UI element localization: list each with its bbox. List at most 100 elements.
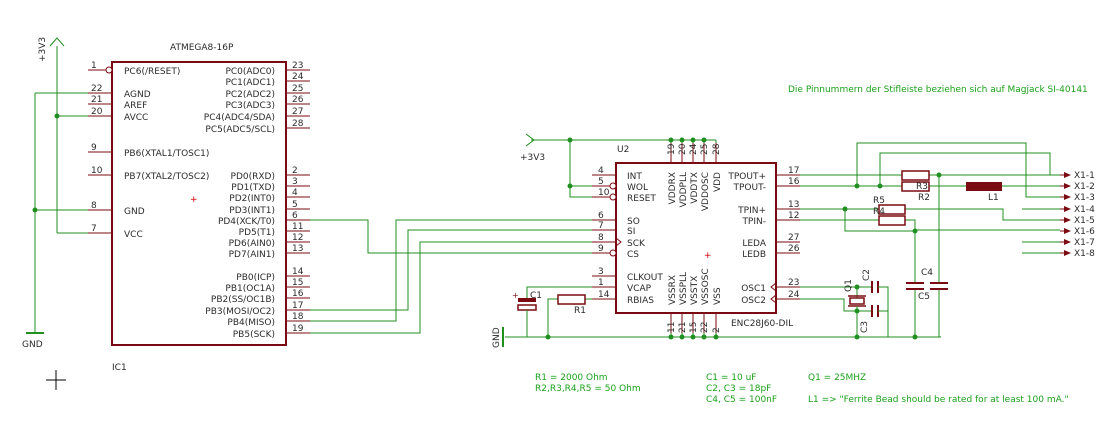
- x1-pin-3: X1-3: [1074, 193, 1095, 203]
- ic1-pin-name-3: PD1(TXD): [231, 183, 275, 193]
- ic1-pin-name-26: PC3(ADC3): [225, 101, 275, 111]
- u2-pin-name-reset: RESET: [627, 194, 656, 204]
- u2-pin-name-vssrx: VSSRX: [668, 275, 678, 305]
- ic1-pin-name-4: PD2(INT0): [229, 194, 275, 204]
- note-c1: C1 = 10 uF: [706, 373, 756, 383]
- u2-pin-num-23: 23: [788, 278, 799, 288]
- ic1-pin-num-22: 22: [91, 84, 102, 94]
- x1-pin-8: X1-8: [1074, 249, 1095, 259]
- c1-label: C1: [530, 291, 542, 301]
- note-c23: C2, C3 = 18pF: [706, 384, 771, 394]
- u2-pin-name-vss: VSS: [713, 287, 723, 305]
- ethernet-section: L1 C5 C4 R2 R3 R5: [800, 142, 1060, 337]
- u2-pin-num-bottom-2: 2: [712, 327, 722, 333]
- ic1-pin-num-28: 28: [292, 119, 304, 129]
- r1-label: R1: [574, 306, 586, 316]
- ic1-ref: IC1: [112, 363, 127, 373]
- ic1-pin-num-17: 17: [292, 301, 303, 311]
- u2-pin-num-4: 4: [598, 166, 604, 176]
- u2-pin-name-tpin-: TPIN-: [741, 217, 766, 227]
- ic1-pin-num-12: 12: [292, 233, 303, 243]
- note-pinout: Die Pinnummern der Stifleiste beziehen s…: [788, 85, 1088, 95]
- r4-resistor: [878, 204, 906, 215]
- ic1-name: ATMEGA8-16P: [170, 43, 234, 53]
- ic1-pin-name-11: PD5(T1): [239, 228, 275, 238]
- ic1-pin-name-22: AGND: [124, 90, 151, 100]
- ic1-pin-name-7: VCC: [124, 230, 143, 240]
- ic1-pin-num-27: 27: [292, 107, 303, 117]
- r2-resistor: [901, 181, 930, 192]
- ic1-pin-num-20: 20: [91, 107, 103, 117]
- ic1-pin-num-7: 7: [91, 224, 97, 234]
- ic1-origin-mark: +: [190, 195, 198, 205]
- ic1-pin-num-18: 18: [292, 312, 304, 322]
- ic1-pin-name-9: PB6(XTAL1/TOSC1): [124, 149, 209, 159]
- ic1-pin-name-14: PB0(ICP): [236, 273, 275, 283]
- x1-pin-6: X1-6: [1074, 227, 1095, 237]
- u2-ref: U2: [617, 145, 629, 155]
- u2-pin-num-8: 8: [598, 233, 604, 243]
- c4-label: C4: [921, 268, 933, 278]
- x1-pin-5: X1-5: [1074, 216, 1095, 226]
- u2-pin-name-leda: LEDA: [742, 239, 766, 249]
- r4-label: R4: [873, 207, 885, 217]
- ic1-pin-num-16: 16: [292, 289, 304, 299]
- c2-label: C2: [862, 269, 872, 281]
- ic1-pin-num-14: 14: [292, 267, 304, 277]
- ic1-pin-num-11: 11: [292, 222, 303, 232]
- u2-pin-num-top-28: 28: [712, 143, 722, 155]
- l1-label: L1: [988, 193, 999, 203]
- ic1-pin-name-16: PB2(SS/OC1B): [211, 295, 275, 305]
- u2-pin-num-top-25: 25: [700, 144, 710, 155]
- ic1-body: [111, 61, 287, 346]
- ic1-left-pins: 1PC6(/RESET)22AGND21AREF20AVCC9PB6(XTAL1…: [88, 61, 209, 240]
- u2-pin-name-vddtx: VDDTX: [690, 172, 700, 204]
- q1-label: Q1: [844, 279, 854, 292]
- u2-pin-name-tpin+: TPIN+: [737, 206, 766, 216]
- u2-pin-num-bottom-15: 15: [689, 322, 699, 333]
- u2-pin-num-bottom-11: 11: [667, 322, 677, 333]
- u2-pin-num-7: 7: [598, 221, 604, 231]
- u2-pin-name-int: INT: [627, 172, 642, 182]
- u2-pin-name-vddrx: VDDRX: [668, 172, 678, 204]
- u2-pin-num-12: 12: [788, 211, 799, 221]
- ic1-pin-num-23: 23: [292, 61, 303, 71]
- ic1-pin-name-23: PC0(ADC0): [225, 67, 275, 77]
- ic1-pin-name-17: PB3(MOSI/OC2): [205, 307, 275, 317]
- ic1-pin-name-28: PC5(ADC5/SCL): [205, 125, 275, 135]
- note-q1: Q1 = 25MHZ: [808, 373, 866, 383]
- crystal-section: Q1 C2 C3: [800, 269, 889, 337]
- u2-pin-name-tpout+: TPOUT+: [727, 172, 766, 182]
- u2-pin-name-vdd: VDD: [713, 172, 723, 192]
- l1-ferrite: [966, 182, 1002, 191]
- r1-resistor: R1: [557, 294, 586, 316]
- ic1-pin-num-10: 10: [91, 166, 103, 176]
- ic1-pin-name-1: PC6(/RESET): [124, 67, 180, 77]
- note-r2345: R2,R3,R4,R5 = 50 Ohm: [535, 384, 641, 394]
- ic1-pin-name-18: PB4(MISO): [227, 318, 275, 328]
- ic1-pin-name-12: PD6(AIN0): [229, 239, 275, 249]
- u2-pin-name-vddosc: VDDOSC: [701, 172, 711, 211]
- u2-pin-name-cs: CS: [627, 250, 639, 260]
- ic1-pin-num-3: 3: [292, 177, 298, 187]
- u2-pin-num-13: 13: [788, 200, 799, 210]
- u2-pin-name-rbias: RBIAS: [627, 296, 654, 306]
- u2-left-pins: 4INT5WOL10RESET6SO7SI8SCK9CS3CLKOUT1VCAP…: [592, 166, 663, 306]
- c1-capacitor: C1 +: [512, 290, 542, 313]
- ic1-pin-num-5: 5: [292, 200, 298, 210]
- ic1-pin-name-25: PC2(ADC2): [225, 90, 275, 100]
- u2-pin-num-5: 5: [598, 177, 604, 187]
- ic1-pin-name-19: PB5(SCK): [233, 330, 275, 340]
- u2-pin-num-top-19: 19: [667, 143, 677, 155]
- ic1-pin-name-20: AVCC: [124, 113, 148, 123]
- u2-pin-num-bottom-21: 21: [678, 322, 688, 333]
- u2-pin-name-osc2: OSC2: [741, 296, 766, 306]
- gnd-left-label: GND: [22, 340, 43, 350]
- ic1-pin-num-19: 19: [292, 324, 304, 334]
- vcc-mid-label: +3V3: [520, 153, 545, 163]
- ic1-pin-name-21: AREF: [124, 101, 147, 111]
- u2-pin-name-so: SO: [627, 217, 640, 227]
